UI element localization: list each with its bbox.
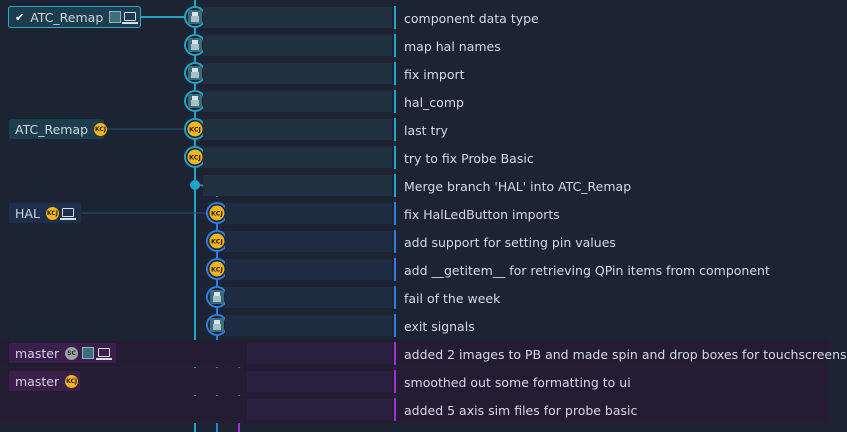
commit-message[interactable]: hal_comp xyxy=(404,94,464,110)
kcj-avatar-icon: KCJ xyxy=(45,206,59,220)
commit-message[interactable]: fix import xyxy=(404,66,465,82)
row-strip xyxy=(247,371,392,392)
kcj-avatar-icon-label: KCJ xyxy=(211,266,223,274)
pixel-avatar-icon-body xyxy=(191,100,199,106)
branch-name: ATC_Remap xyxy=(30,9,104,25)
kcj-avatar-icon xyxy=(209,233,225,249)
pixel-avatar-icon-body xyxy=(191,44,199,50)
row-lane-marker xyxy=(394,90,396,113)
pixel-avatar-icon-body xyxy=(191,16,199,22)
merge-node xyxy=(190,180,200,190)
branch-name: master xyxy=(15,373,60,389)
row-strip xyxy=(225,203,392,224)
pixel-avatar-icon-body xyxy=(213,296,221,302)
branch-ref-master-remote[interactable]: master KCJ xyxy=(9,371,80,391)
kcj-avatar-icon-label: KCJ xyxy=(211,238,223,246)
commit-message[interactable]: try to fix Probe Basic xyxy=(404,150,534,166)
row-lane-marker xyxy=(394,118,396,141)
row-lane-marker xyxy=(394,34,396,57)
branch-ref-atc-head[interactable]: ✔ ATC_Remap xyxy=(8,6,141,28)
row-highlight xyxy=(0,340,830,367)
row-lane-marker xyxy=(394,230,396,253)
pixel-avatar-icon-body xyxy=(213,324,221,330)
row-strip xyxy=(225,231,392,252)
pixel-avatar-icon-face xyxy=(192,12,198,16)
branch-name: HAL xyxy=(15,205,40,221)
row-lane-marker xyxy=(394,174,396,197)
commit-message[interactable]: added 2 images to PB and made spin and d… xyxy=(404,346,847,362)
row-lane-marker xyxy=(394,286,396,309)
pixel-avatar-icon-face xyxy=(214,292,220,296)
row-strip xyxy=(247,399,392,420)
row-lane-marker xyxy=(394,202,396,225)
commit-message[interactable]: fix HalLedButton imports xyxy=(404,206,560,222)
kcj-avatar-icon xyxy=(187,149,203,165)
commit-message[interactable]: fail of the week xyxy=(404,290,501,306)
kcj-avatar-icon: KCJ xyxy=(94,122,108,136)
row-lane-marker xyxy=(394,6,396,29)
row-strip xyxy=(203,35,392,56)
row-lane-marker xyxy=(394,370,396,393)
row-lane-marker xyxy=(394,258,396,281)
branch-name: ATC_Remap xyxy=(15,121,89,137)
row-highlight xyxy=(0,368,830,395)
pixel-avatar-icon-face xyxy=(192,40,198,44)
commit-message[interactable]: component data type xyxy=(404,10,539,26)
row-strip xyxy=(247,343,392,364)
branch-ref-atc-remote[interactable]: ATC_Remap KCJ xyxy=(9,119,108,139)
row-strip xyxy=(225,259,392,280)
pixel-avatar-icon-body xyxy=(191,72,199,78)
kcj-avatar-icon-label: KCJ xyxy=(211,210,223,218)
row-strip xyxy=(203,175,392,196)
laptop-icon xyxy=(60,207,77,220)
pixel-avatar-icon xyxy=(81,347,94,360)
commit-message[interactable]: add __getitem__ for retrieving QPin item… xyxy=(404,262,770,278)
grey-avatar-icon: SC xyxy=(65,346,79,360)
commit-message[interactable]: Merge branch 'HAL' into ATC_Remap xyxy=(404,178,632,194)
branch-ref-master-local[interactable]: master SC xyxy=(9,343,116,363)
row-strip xyxy=(203,7,392,28)
branch-name: master xyxy=(15,345,60,361)
row-lane-marker xyxy=(394,314,396,337)
commit-message[interactable]: exit signals xyxy=(404,318,475,334)
row-strip xyxy=(225,287,392,308)
row-lane-marker xyxy=(394,342,396,365)
commit-message[interactable]: smoothed out some formatting to ui xyxy=(404,374,631,390)
row-strip xyxy=(203,119,392,140)
branch-ref-hal[interactable]: HAL KCJ xyxy=(9,203,81,223)
commit-message[interactable]: added 5 axis sim files for probe basic xyxy=(404,402,638,418)
kcj-avatar-icon xyxy=(209,261,225,277)
laptop-icon xyxy=(122,11,139,24)
row-strip xyxy=(203,63,392,84)
kcj-avatar-icon-label: KCJ xyxy=(189,154,201,162)
pixel-avatar-icon xyxy=(109,11,122,24)
row-strip xyxy=(203,147,392,168)
kcj-avatar-icon-label: KCJ xyxy=(189,126,201,134)
row-lane-marker xyxy=(394,146,396,169)
pixel-avatar-icon-face xyxy=(192,96,198,100)
row-lane-marker xyxy=(394,398,396,421)
pixel-avatar-icon-face xyxy=(192,68,198,72)
checkmark-icon: ✔ xyxy=(15,10,25,24)
laptop-icon xyxy=(95,347,112,360)
kcj-avatar-icon: KCJ xyxy=(65,374,79,388)
commit-message[interactable]: last try xyxy=(404,122,448,138)
kcj-avatar-icon xyxy=(187,121,203,137)
row-strip xyxy=(203,91,392,112)
pixel-avatar-icon-face xyxy=(214,320,220,324)
commit-message[interactable]: add support for setting pin values xyxy=(404,234,616,250)
kcj-avatar-icon xyxy=(209,205,225,221)
row-lane-marker xyxy=(394,62,396,85)
commit-message[interactable]: map hal names xyxy=(404,38,501,54)
row-highlight xyxy=(0,396,830,423)
row-strip xyxy=(225,315,392,336)
